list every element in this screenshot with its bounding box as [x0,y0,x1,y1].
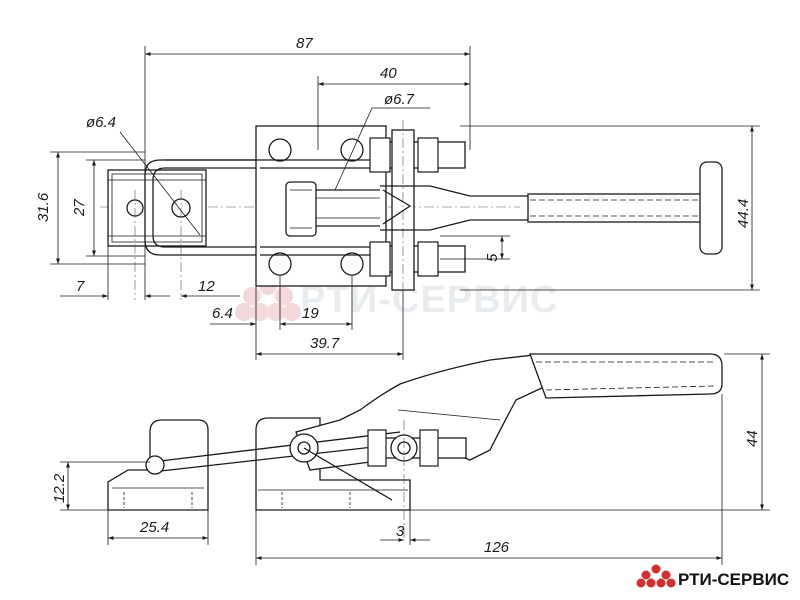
mount-hole [268,138,292,162]
base-plate [255,125,387,287]
dim-label-87: 87 [296,35,313,52]
leader-line [119,131,201,236]
latch-rod [151,431,401,463]
latch-tip [145,455,165,475]
latch-rod [151,443,401,473]
dim-label-3: 3 [396,523,405,540]
catch-plate [107,169,207,247]
catch-plate-inner [111,173,203,243]
mount-hole [340,138,364,162]
nut-upper-right [417,137,439,173]
toggle-link [303,447,393,501]
dim-label-12: 12 [198,278,215,295]
side-view [107,353,723,540]
pivot-block [285,181,317,237]
side-handle-grip [529,353,723,399]
dim-label-19: 19 [302,305,319,322]
brand-name: РТИ-СЕРВИС [678,570,789,589]
dim-label-dia67: ø6.7 [384,91,415,108]
dim-label-64: 6.4 [212,305,233,322]
top-view [100,107,723,300]
brand-logo: РТИ-СЕРВИС [636,564,789,589]
dim-label-397: 39.7 [310,335,340,352]
leader-line [334,107,430,191]
mount-hole [268,252,292,276]
pivot-pin-center [297,441,311,455]
nut-lower-left [369,241,391,277]
handle-arm-lower [380,219,530,231]
dim-label-254: 25.4 [139,519,169,536]
dim-label-316: 31.6 [35,192,52,222]
grip-texture [545,385,715,391]
dim-label-444: 44.4 [735,199,752,228]
nut-lower-right [417,241,439,277]
handle-t-end [699,161,723,255]
dim-label-44: 44 [744,430,761,447]
dim-label-5: 5 [484,253,501,262]
top-view-dimensions: 87 40 ø6.7 ø6.4 31.6 27 44.4 5 7 12 [35,35,760,360]
side-nut-right [419,429,439,467]
dim-label-dia64: ø6.4 [86,114,116,131]
nut-upper-left [369,137,391,173]
handle-grip [527,193,707,223]
dim-label-126: 126 [484,539,510,556]
handle-arm-upper [380,185,530,197]
dim-label-27: 27 [71,199,88,217]
side-view-dimensions: 12.2 25.4 3 126 44 [51,353,770,565]
mount-hole [340,252,364,276]
lever-detail [397,409,501,421]
dim-label-7: 7 [76,278,85,295]
handle-taper [382,189,412,225]
dim-label-40: 40 [380,65,397,82]
side-nut-left [367,429,387,467]
brand-hex-icon [636,564,676,588]
latch-loop-inner [152,167,380,248]
dim-label-122: 12.2 [51,473,68,503]
